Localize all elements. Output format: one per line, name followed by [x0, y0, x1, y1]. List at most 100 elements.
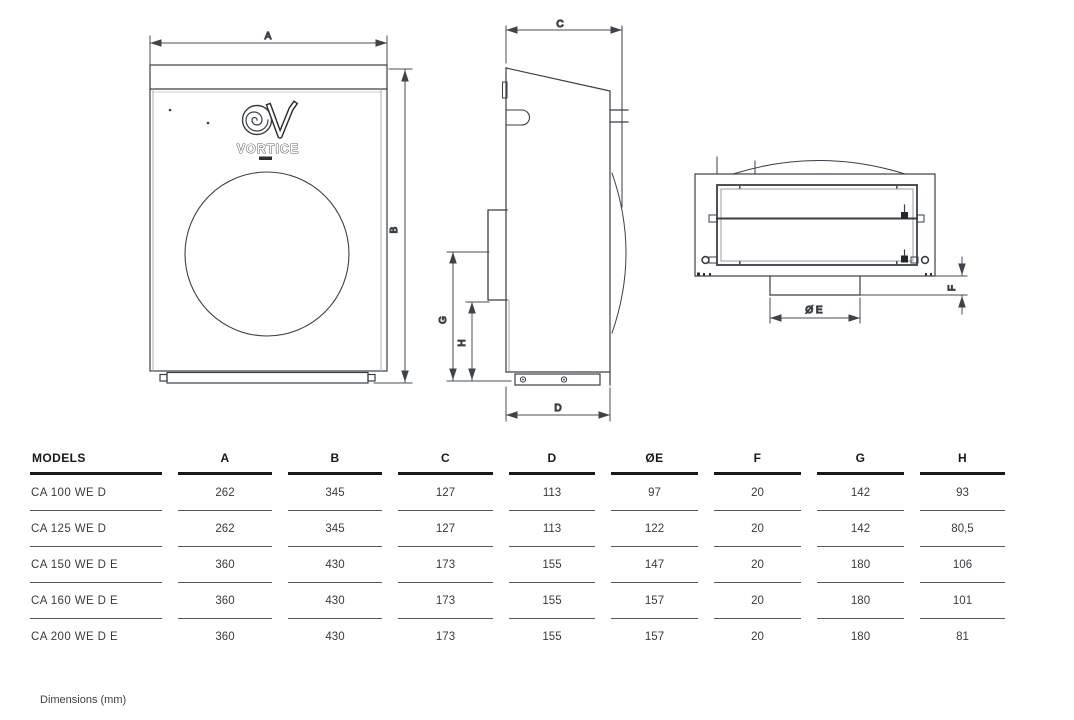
- table-row: CA 200 WE D E 360 430 173 155 157 20 180…: [30, 619, 1005, 654]
- dim-f: [859, 256, 968, 315]
- dim-d: [505, 386, 611, 422]
- dim-h: [465, 301, 490, 381]
- dim-c-label: C: [556, 19, 563, 30]
- cell: 142: [817, 475, 904, 511]
- dim-h-label: H: [457, 339, 468, 346]
- cell: 360: [215, 630, 235, 643]
- col-header-h: H: [920, 451, 1005, 475]
- col-header-a: A: [178, 451, 272, 475]
- cell: 157: [611, 583, 698, 619]
- cell: 155: [509, 547, 595, 583]
- dim-b-label: B: [389, 226, 400, 233]
- inner-frame: [716, 184, 918, 266]
- cell: 430: [325, 630, 345, 643]
- latch: [901, 212, 908, 219]
- pivot-right: [920, 255, 930, 265]
- dim-e: [769, 297, 861, 324]
- cell: 157: [644, 630, 665, 643]
- cell: 97: [611, 475, 698, 511]
- cell: 113: [509, 475, 595, 511]
- cell: 127: [398, 511, 493, 547]
- cell: 173: [435, 630, 456, 643]
- vortice-logo: VORTICE: [236, 100, 300, 160]
- top-view-drawing: Ø E F: [694, 156, 968, 324]
- cell: 360: [178, 547, 272, 583]
- cell: 180: [817, 583, 904, 619]
- latch: [901, 255, 908, 263]
- table-row: CA 160 WE D E 360 430 173 155 157 20 180…: [30, 583, 1005, 619]
- cell: 345: [288, 475, 382, 511]
- cell: 430: [288, 583, 382, 619]
- model-name: CA 160 WE D E: [30, 583, 162, 619]
- cell: 147: [611, 547, 698, 583]
- dim-d-label: D: [554, 403, 561, 414]
- cover-front-arc: [732, 160, 906, 175]
- model-name: CA 150 WE D E: [30, 547, 162, 583]
- dim-g-label: G: [438, 316, 449, 324]
- dim-a: [149, 35, 388, 65]
- cell: 173: [398, 583, 493, 619]
- cell: 81: [956, 630, 969, 643]
- top-body: [694, 173, 936, 277]
- technical-drawings: A VORTICE: [149, 18, 968, 422]
- fan-circle: [184, 171, 350, 337]
- screw-dot: [168, 108, 172, 112]
- col-header-b: B: [288, 451, 382, 475]
- dim-a-label: A: [265, 31, 272, 42]
- cell: 180: [817, 547, 904, 583]
- logo-tagline: [259, 156, 272, 160]
- dim-c: [505, 25, 623, 64]
- cover-bulge-arc: [611, 172, 627, 334]
- cell: 20: [714, 583, 801, 619]
- duct-spigot-top: [769, 275, 861, 296]
- cell: 122: [611, 511, 698, 547]
- col-header-e: ØE: [611, 451, 698, 475]
- cell: 360: [178, 583, 272, 619]
- dim-g: [446, 251, 512, 382]
- base-plate: [514, 373, 601, 386]
- cell: 262: [178, 511, 272, 547]
- col-header-c: C: [398, 451, 493, 475]
- wall-bracket: [502, 81, 508, 99]
- dimensions-table: MODELS A B C D ØE F G H CA 100 WE D 262 …: [14, 451, 1021, 654]
- units-note: Dimensions (mm): [40, 694, 127, 706]
- cell: 155: [509, 583, 595, 619]
- cell: 106: [920, 547, 1005, 583]
- cell: 20: [714, 475, 801, 511]
- pivot-left: [701, 255, 710, 265]
- logo-wordmark: VORTICE: [237, 142, 300, 156]
- cell: 127: [398, 475, 493, 511]
- table-row: CA 125 WE D 262 345 127 113 122 20 142 8…: [30, 511, 1005, 547]
- col-header-g: G: [817, 451, 904, 475]
- logo-swirl-icon: [245, 111, 269, 132]
- cell: 20: [751, 630, 764, 643]
- duct-spigot-side: [487, 209, 508, 301]
- cell: 180: [850, 630, 871, 643]
- screw-dot: [206, 121, 210, 125]
- table-row: CA 100 WE D 262 345 127 113 97 20 142 93: [30, 475, 1005, 511]
- model-name: CA 100 WE D: [30, 475, 162, 511]
- cell: 93: [920, 475, 1005, 511]
- side-view-drawing: C: [437, 18, 629, 422]
- table-row: CA 150 WE D E 360 430 173 155 147 20 180…: [30, 547, 1005, 583]
- table-header-row: MODELS A B C D ØE F G H: [30, 451, 1005, 475]
- dim-f-label: F: [947, 285, 958, 291]
- table-header: MODELS A B C D ØE F G H: [30, 451, 1005, 475]
- col-header-models: MODELS: [30, 451, 162, 475]
- dim-b: [373, 68, 413, 384]
- cell: 430: [288, 547, 382, 583]
- cell: 173: [398, 547, 493, 583]
- logo-v-icon: [267, 102, 297, 138]
- front-view-drawing: A VORTICE: [149, 30, 413, 384]
- keyhole-slot: [506, 109, 530, 126]
- cell: 155: [542, 630, 562, 643]
- model-name: CA 200 WE D E: [31, 630, 119, 643]
- cell: 142: [817, 511, 904, 547]
- col-header-d: D: [509, 451, 595, 475]
- model-name: CA 125 WE D: [30, 511, 162, 547]
- cell: 345: [288, 511, 382, 547]
- col-header-f: F: [714, 451, 801, 475]
- cell: 80,5: [920, 511, 1005, 547]
- cell: 113: [509, 511, 595, 547]
